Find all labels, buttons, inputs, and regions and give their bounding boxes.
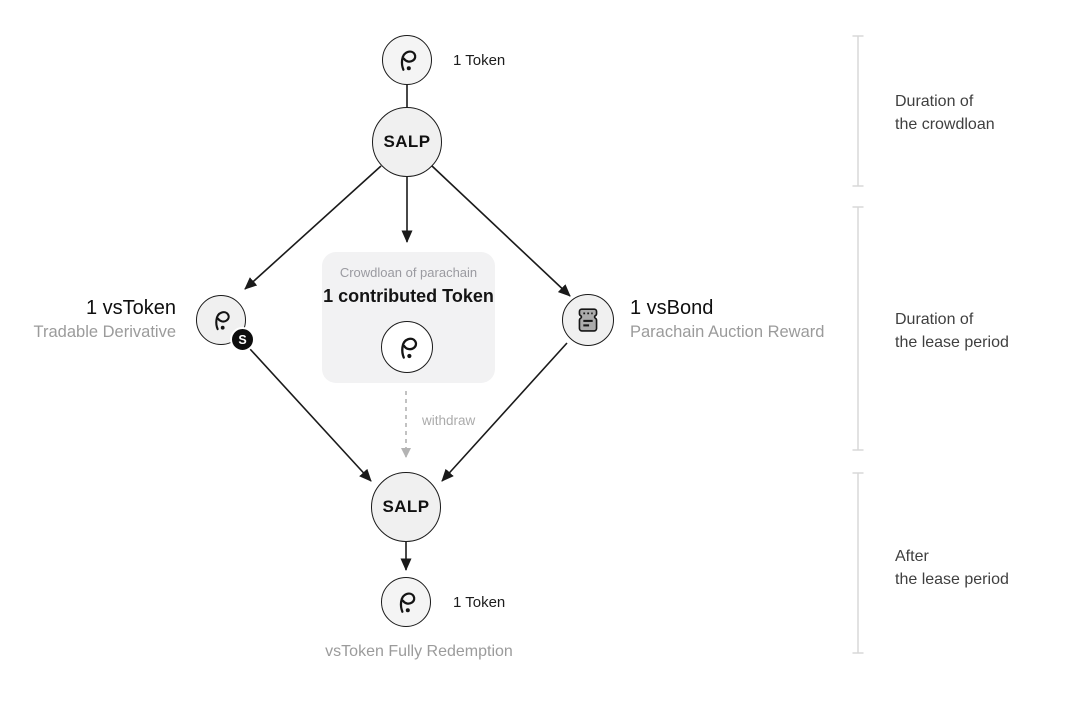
polkadot-icon — [400, 50, 417, 71]
vsbond-node — [562, 294, 614, 346]
vsbond-labels: 1 vsBond Parachain Auction Reward — [630, 297, 824, 342]
top-token-node — [382, 35, 432, 85]
bond-ticket-icon — [578, 308, 598, 332]
timeline-bracket-crowdloan — [852, 35, 864, 187]
salp-bottom-node: SALP — [371, 472, 441, 542]
polkadot-icon — [399, 592, 416, 613]
vstoken-labels: 1 vsToken Tradable Derivative — [0, 297, 176, 342]
contributed-token-node — [381, 321, 433, 373]
timeline-label-lease: Duration of the lease period — [895, 311, 1009, 351]
timeline-bracket-after-lease — [852, 472, 864, 654]
crowdloan-box: Crowdloan of parachain 1 contributed Tok… — [322, 252, 495, 383]
top-token-label: 1 Token — [453, 52, 506, 69]
vstoken-title: 1 vsToken — [85, 297, 176, 319]
salp-top-label: SALP — [383, 132, 431, 151]
redemption-caption: vsToken Fully Redemption — [325, 643, 513, 660]
polkadot-icon — [400, 337, 417, 359]
redeemed-token-node — [381, 577, 431, 627]
salp-top-node: SALP — [372, 107, 442, 177]
timeline-label-after-lease: After the lease period — [895, 548, 1009, 588]
vstoken-subtitle: Tradable Derivative — [33, 323, 176, 341]
redeemed-token-label: 1 Token — [453, 594, 506, 611]
polkadot-icon — [215, 311, 230, 331]
timeline-bracket-lease — [852, 206, 864, 451]
vsbond-subtitle: Parachain Auction Reward — [630, 323, 825, 341]
crowdloan-caption: Crowdloan of parachain — [339, 265, 478, 280]
vstoken-s-badge: S — [230, 327, 255, 352]
salp-bottom-label: SALP — [382, 497, 430, 516]
timeline-label-crowdloan: Duration of the crowdloan — [895, 93, 995, 133]
withdraw-label: withdraw — [422, 413, 476, 428]
vsbond-title: 1 vsBond — [630, 297, 714, 319]
crowdloan-title: 1 contributed Token — [323, 286, 494, 306]
vstoken-node: S — [196, 295, 255, 352]
